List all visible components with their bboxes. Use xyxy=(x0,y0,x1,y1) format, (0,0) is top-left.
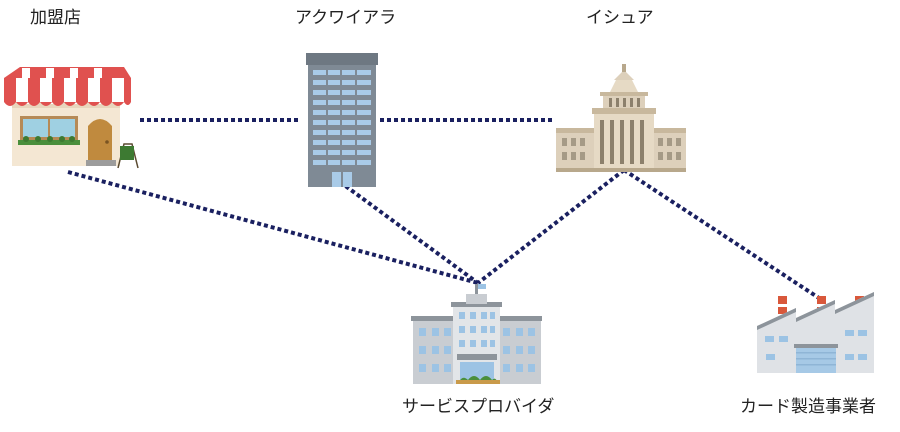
issuer-capitol-icon xyxy=(556,64,686,172)
service-provider-building-icon xyxy=(411,284,542,384)
acquirer-tower-icon xyxy=(306,53,378,187)
merchant-store-icon xyxy=(4,67,139,169)
service-provider-label: サービスプロバイダ xyxy=(402,397,555,417)
connector-merchant-provider xyxy=(67,170,479,285)
connector-acquirer-provider xyxy=(338,180,480,285)
card-manufacturer-factory-icon xyxy=(757,292,874,373)
merchant-label: 加盟店 xyxy=(30,8,81,28)
issuer-label: イシュア xyxy=(586,8,654,28)
connector-issuer-provider xyxy=(476,168,626,285)
acquirer-label: アクワイアラ xyxy=(295,8,397,28)
card-manufacturer-label: カード製造事業者 xyxy=(740,397,876,417)
connector-issuer-card xyxy=(622,168,824,302)
connectors xyxy=(67,118,824,302)
